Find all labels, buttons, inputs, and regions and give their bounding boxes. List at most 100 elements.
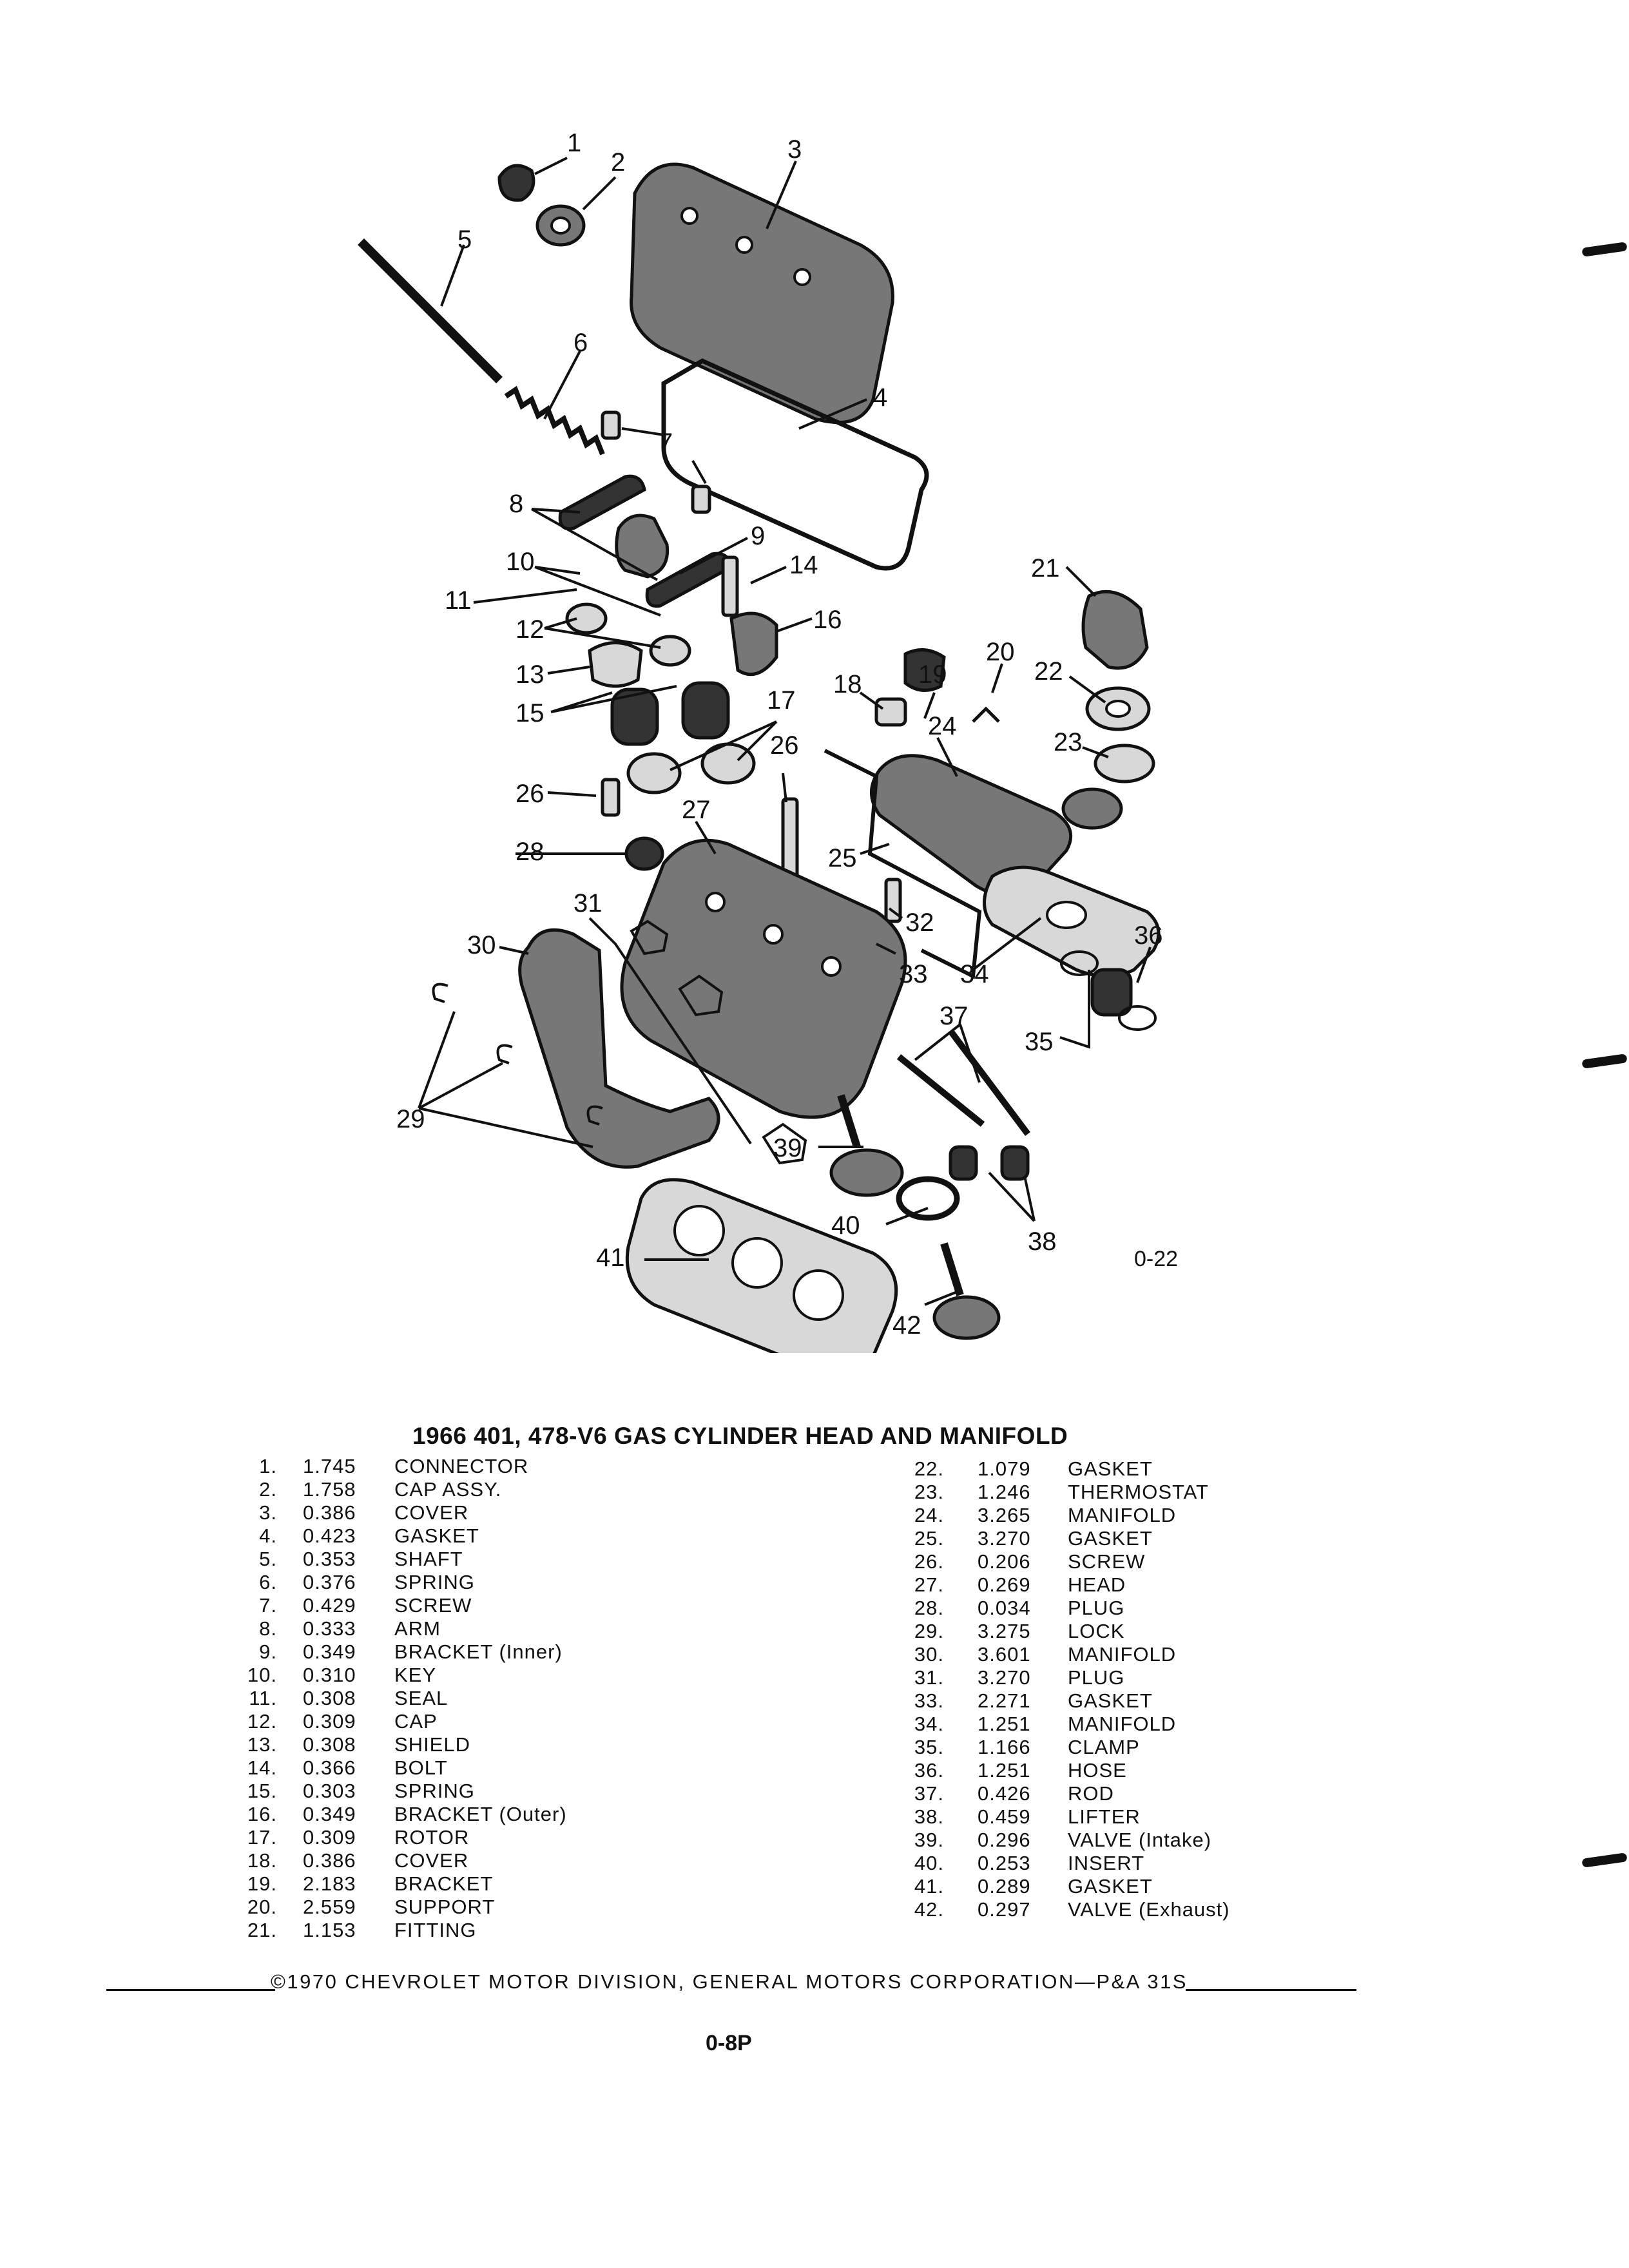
part-name: ROTOR — [394, 1826, 470, 1849]
part-plug — [762, 1122, 807, 1165]
part-bracket — [903, 648, 946, 692]
part-catalog-number: 0.034 — [978, 1597, 1031, 1619]
callout-24: 24 — [928, 712, 957, 740]
callout-28: 28 — [516, 838, 545, 866]
part-shield — [588, 641, 643, 688]
callout-36: 36 — [1134, 921, 1163, 950]
part-name: COVER — [394, 1501, 469, 1524]
part-name: VALVE (Intake) — [1068, 1829, 1212, 1851]
part-number: 28. — [914, 1597, 944, 1619]
part-catalog-number: 0.309 — [303, 1710, 356, 1733]
part-number: 22. — [914, 1457, 944, 1480]
part-cover — [874, 697, 907, 727]
part-catalog-number: 0.386 — [303, 1849, 356, 1872]
part-lock — [496, 1044, 513, 1064]
part-valve-cap — [649, 635, 691, 667]
part-name: SHAFT — [394, 1548, 463, 1570]
callout-42: 42 — [892, 1311, 921, 1340]
callout-27: 27 — [682, 796, 711, 824]
part-catalog-number: 3.601 — [978, 1643, 1031, 1666]
callout-20: 20 — [986, 638, 1015, 666]
part-name: MANIFOLD — [1068, 1643, 1177, 1666]
part-catalog-number: 0.426 — [978, 1782, 1031, 1805]
callout-26b: 26 — [516, 780, 545, 808]
part-number: 6. — [259, 1571, 277, 1593]
part-valve-spring — [610, 687, 659, 746]
part-number: 39. — [914, 1829, 944, 1851]
part-catalog-number: 1.166 — [978, 1736, 1031, 1758]
part-number: 9. — [259, 1640, 277, 1663]
part-number: 33. — [914, 1689, 944, 1712]
part-cylinder-head — [620, 838, 907, 1119]
callout-41: 41 — [596, 1244, 625, 1272]
part-catalog-number: 1.153 — [303, 1919, 356, 1941]
part-cover-gasket — [661, 358, 929, 571]
part-number: 26. — [914, 1550, 944, 1573]
part-screw — [691, 485, 711, 514]
part-screw — [601, 778, 621, 817]
part-number: 10. — [247, 1664, 277, 1686]
part-valve-spring — [681, 681, 730, 740]
callout-35: 35 — [1025, 1028, 1054, 1056]
part-plug — [624, 836, 664, 871]
callout-12: 12 — [516, 615, 545, 644]
callout-6: 6 — [574, 329, 588, 357]
callout-10: 10 — [506, 548, 535, 576]
part-number: 41. — [914, 1875, 944, 1898]
part-name: SHIELD — [394, 1733, 470, 1756]
part-fitting — [1081, 590, 1149, 670]
part-number: 38. — [914, 1805, 944, 1828]
part-catalog-number: 1.251 — [978, 1713, 1031, 1735]
callout-33: 33 — [899, 960, 928, 988]
part-number: 23. — [914, 1481, 944, 1503]
part-name: CAP ASSY. — [394, 1478, 502, 1501]
part-name: BOLT — [394, 1756, 448, 1779]
part-name: BRACKET (Outer) — [394, 1803, 567, 1825]
part-shapes — [358, 162, 1161, 1353]
part-valve-cap — [565, 602, 608, 635]
part-name: SUPPORT — [394, 1896, 496, 1918]
part-name: SEAL — [394, 1687, 448, 1709]
callout-17: 17 — [767, 686, 796, 715]
part-name: GASKET — [1068, 1527, 1153, 1550]
callout-19: 19 — [918, 660, 947, 689]
part-number: 36. — [914, 1759, 944, 1782]
page-title: 1966 401, 478-V6 GAS CYLINDER HEAD AND M… — [412, 1423, 1068, 1449]
part-catalog-number: 0.297 — [978, 1898, 1031, 1921]
part-catalog-number: 0.353 — [303, 1548, 356, 1570]
part-screw — [601, 410, 621, 440]
part-name: SCREW — [394, 1594, 472, 1617]
part-number: 42. — [914, 1898, 944, 1921]
callout-numbers: 1 2 3 4 5 6 7 8 9 10 11 12 13 14 15 16 1… — [396, 129, 1178, 1340]
callout-30: 30 — [467, 931, 496, 959]
part-catalog-number: 0.459 — [978, 1805, 1031, 1828]
leader-lines — [418, 157, 1152, 1306]
part-number: 12. — [247, 1710, 277, 1733]
part-name: ARM — [394, 1617, 441, 1640]
part-valve-cover — [630, 162, 894, 425]
callout-5: 5 — [458, 226, 472, 254]
callout-3: 3 — [787, 135, 802, 164]
callout-7: 7 — [659, 428, 673, 457]
callout-32: 32 — [905, 908, 934, 937]
part-number: 13. — [247, 1733, 277, 1756]
callout-31: 31 — [574, 889, 602, 918]
part-catalog-number: 2.271 — [978, 1689, 1031, 1712]
part-number: 29. — [914, 1620, 944, 1642]
part-name: KEY — [394, 1664, 437, 1686]
part-name: COVER — [394, 1849, 469, 1872]
part-catalog-number: 1.758 — [303, 1478, 356, 1501]
part-number: 24. — [914, 1504, 944, 1526]
part-number: 31. — [914, 1666, 944, 1689]
callout-29: 29 — [396, 1105, 425, 1133]
part-name: BRACKET — [394, 1872, 494, 1895]
part-name: INSERT — [1068, 1852, 1145, 1874]
part-catalog-number: 0.308 — [303, 1733, 356, 1756]
callout-4: 4 — [873, 383, 887, 412]
callout-21: 21 — [1031, 554, 1060, 582]
part-name: LIFTER — [1068, 1805, 1141, 1828]
part-clamp — [1060, 950, 1099, 976]
part-catalog-number: 1.745 — [303, 1455, 356, 1477]
callout-2: 2 — [611, 148, 625, 177]
part-lock — [432, 983, 448, 1003]
